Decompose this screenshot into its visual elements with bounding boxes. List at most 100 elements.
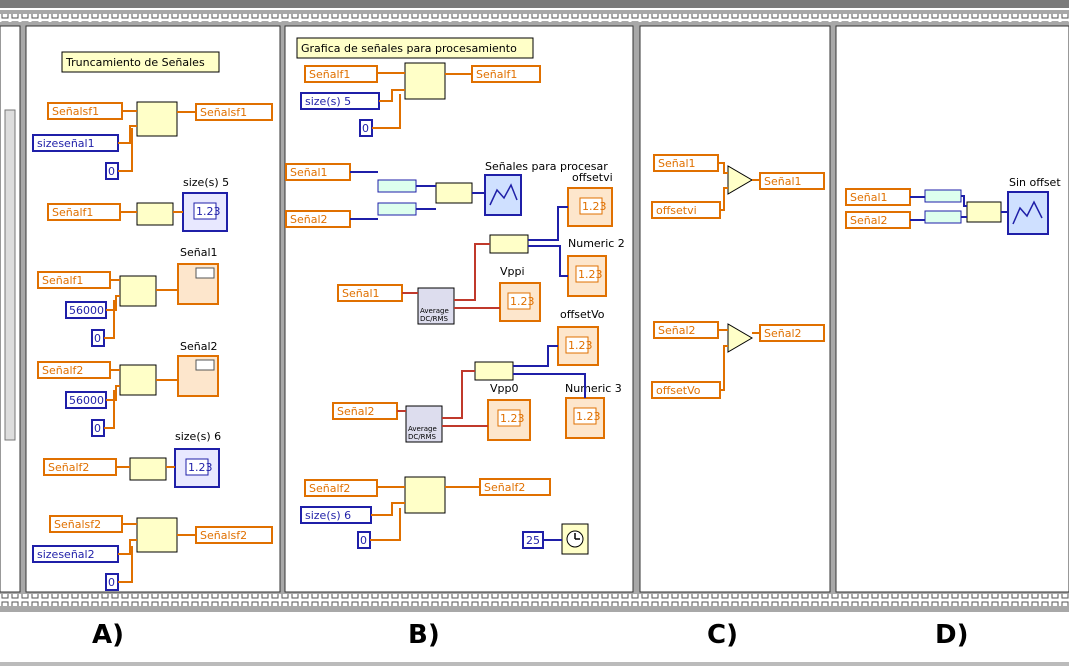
svg-text:Señalsf1: Señalsf1: [52, 105, 99, 118]
local-var-b-señalf2-out[interactable]: Señalf2: [479, 478, 551, 496]
svg-text:Señalf2: Señalf2: [309, 482, 350, 495]
indicator-numeric2: 1.23: [567, 255, 607, 297]
array-size-2[interactable]: [129, 457, 167, 481]
svg-text:sizeseñal1: sizeseñal1: [37, 137, 95, 150]
indicator-señal1-label: Señal1: [180, 246, 218, 259]
unbundle-b1[interactable]: [489, 234, 529, 254]
svg-text:1.23: 1.23: [188, 461, 213, 474]
frame-d: [835, 25, 1069, 593]
array-subset-b2[interactable]: [404, 476, 446, 514]
panel-a-title: Truncamiento de Señales: [65, 56, 205, 69]
svg-text:size(s) 6: size(s) 6: [305, 509, 351, 522]
wait-timer-icon[interactable]: [561, 523, 589, 555]
local-var-señalf2-trunc[interactable]: Señalf2: [37, 361, 111, 379]
indicator-vpp0-label: Vpp0: [490, 382, 519, 395]
local-var-b-señal1-avg[interactable]: Señal1: [337, 284, 403, 302]
svg-text:Señal1: Señal1: [850, 191, 888, 204]
indicator-size6-label: size(s) 6: [175, 430, 221, 443]
local-var-c-señal1[interactable]: Señal1: [653, 154, 719, 172]
local-var-señalf2-size[interactable]: Señalf2: [43, 458, 117, 476]
local-var-señalsf2-in[interactable]: Señalsf2: [49, 515, 123, 533]
svg-text:1.23: 1.23: [500, 412, 525, 425]
local-var-c-offsetvo[interactable]: offsetVo: [651, 381, 721, 399]
indicator-vpp0: 1.23: [487, 399, 531, 441]
svg-text:Señalsf1: Señalsf1: [200, 106, 247, 119]
subtract-c2[interactable]: [727, 323, 753, 353]
indicator-señal2-label: Señal2: [180, 340, 218, 353]
caption-a: A): [92, 620, 124, 650]
svg-text:1.23: 1.23: [568, 339, 593, 352]
array-size-1[interactable]: [136, 202, 174, 226]
frame-c: [639, 25, 831, 593]
build-array-d[interactable]: [966, 201, 1002, 223]
local-var-señalsf2-out[interactable]: Señalsf2: [195, 526, 273, 544]
local-var-d-señal2[interactable]: Señal2: [845, 211, 911, 229]
graph-b-label: Señales para procesar: [485, 160, 608, 173]
svg-text:0: 0: [362, 122, 369, 135]
svg-text:Señal2: Señal2: [850, 214, 888, 227]
local-var-c-señal2[interactable]: Señal2: [653, 321, 719, 339]
local-var-señalf1-size[interactable]: Señalf1: [47, 203, 121, 221]
waveform-graph-b: [484, 174, 522, 216]
svg-text:Señalf1: Señalf1: [309, 68, 350, 81]
local-var-b-señalf1-out[interactable]: Señalf1: [471, 65, 541, 83]
svg-text:56000: 56000: [69, 394, 104, 407]
svg-text:Señalf2: Señalf2: [42, 364, 83, 377]
indicator-offsetvo-label: offsetVo: [560, 308, 605, 321]
svg-text:1.23: 1.23: [196, 205, 221, 218]
svg-text:DC/RMS: DC/RMS: [408, 433, 437, 441]
svg-text:0: 0: [360, 534, 367, 547]
indicator-offsetvo: 1.23: [557, 326, 599, 366]
local-var-sizeseñal2[interactable]: sizeseñal2: [32, 545, 119, 563]
indicator-size5: 1.23: [182, 192, 228, 232]
local-var-sizeseñal1[interactable]: sizeseñal1: [32, 134, 119, 152]
array-subset-1[interactable]: [136, 101, 178, 137]
svg-text:1.23: 1.23: [576, 410, 601, 423]
local-var-c-señal1-out[interactable]: Señal1: [759, 172, 825, 190]
build-array-b[interactable]: [435, 182, 473, 204]
local-var-señalf1-trunc[interactable]: Señalf1: [37, 271, 111, 289]
svg-text:25: 25: [526, 534, 540, 547]
svg-text:offsetvi: offsetvi: [656, 204, 697, 217]
caption-b: B): [408, 620, 440, 650]
local-var-señalsf1-in[interactable]: Señalsf1: [47, 102, 123, 120]
svg-text:size(s) 5: size(s) 5: [305, 95, 351, 108]
local-var-c-señal2-out[interactable]: Señal2: [759, 324, 825, 342]
subtract-c1[interactable]: [727, 165, 753, 195]
local-var-b-señalf1-in[interactable]: Señalf1: [304, 65, 378, 83]
avg-dc-rms-1[interactable]: Average DC/RMS: [417, 287, 455, 325]
indicator-offsetvi: 1.23: [567, 187, 613, 227]
waveform-graph-d: [1007, 191, 1049, 235]
indicator-numeric2-label: Numeric 2: [568, 237, 625, 250]
graph-d-label: Sin offset: [1009, 176, 1061, 189]
avg-dc-rms-2[interactable]: Average DC/RMS: [405, 405, 443, 443]
local-var-b-señal2[interactable]: Señal2: [285, 210, 351, 228]
local-var-b-señalf2-in[interactable]: Señalf2: [304, 479, 378, 497]
array-subset-b1[interactable]: [404, 62, 446, 100]
svg-text:Señalsf2: Señalsf2: [54, 518, 101, 531]
local-var-b-señal1[interactable]: Señal1: [285, 163, 351, 181]
unbundle-b2[interactable]: [474, 361, 514, 381]
svg-text:Señalf1: Señalf1: [476, 68, 517, 81]
indicator-vppi: 1.23: [499, 282, 541, 322]
svg-text:1.23: 1.23: [582, 200, 607, 213]
indicator-señal1: [177, 263, 219, 305]
svg-text:DC/RMS: DC/RMS: [420, 315, 449, 323]
array-subset-3[interactable]: [119, 364, 157, 396]
local-var-b-size5[interactable]: size(s) 5: [300, 92, 380, 110]
indicator-offsetvi-label: offsetvi: [572, 171, 613, 184]
local-var-d-señal1[interactable]: Señal1: [845, 188, 911, 206]
local-var-b-size6[interactable]: size(s) 6: [300, 506, 372, 524]
svg-text:sizeseñal2: sizeseñal2: [37, 548, 95, 561]
svg-text:Average: Average: [420, 307, 449, 315]
left-scroll-edge[interactable]: [4, 109, 16, 441]
array-subset-2[interactable]: [119, 275, 157, 307]
svg-text:1.23: 1.23: [578, 268, 603, 281]
local-var-c-offsetvi[interactable]: offsetvi: [651, 201, 721, 219]
svg-text:0: 0: [94, 332, 101, 345]
local-var-b-señal2-avg[interactable]: Señal2: [332, 402, 398, 420]
array-subset-4[interactable]: [136, 517, 178, 553]
local-var-señalsf1-out[interactable]: Señalsf1: [195, 103, 273, 121]
